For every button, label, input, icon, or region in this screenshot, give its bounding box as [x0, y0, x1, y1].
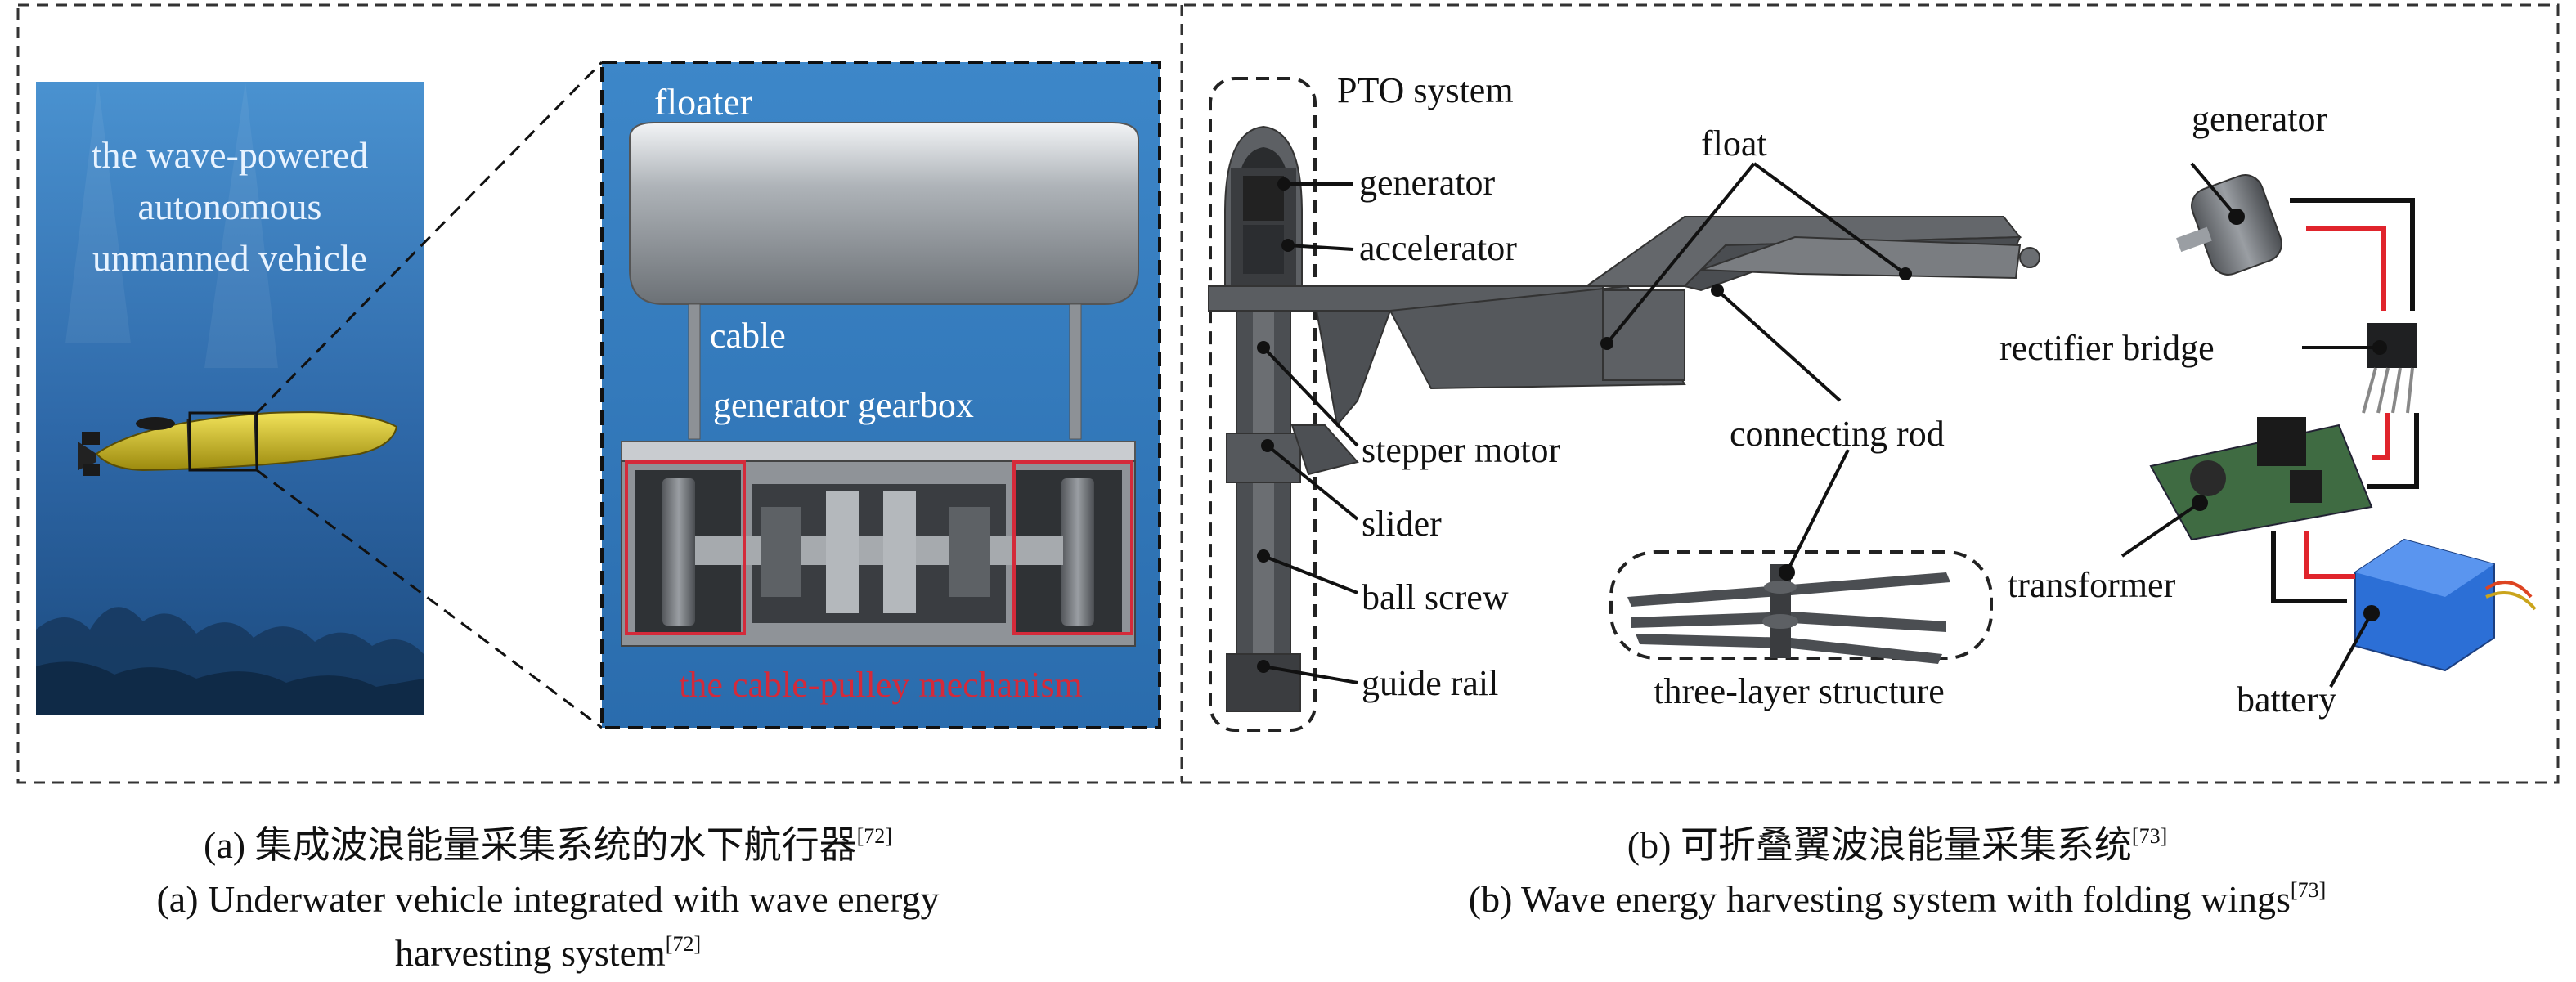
caption-b-en-ref: [73]	[2290, 878, 2327, 902]
vehicle-label-line3: unmanned vehicle	[92, 237, 367, 279]
pto-label: PTO system	[1337, 70, 1514, 110]
pulley-label: the cable-pulley mechanism	[679, 665, 1083, 705]
caption-a-cn-text: (a) 集成波浪能量采集系统的水下航行器	[204, 824, 857, 866]
caption-a-cn: (a) 集成波浪能量采集系统的水下航行器[72]	[98, 822, 998, 869]
caption-a-cn-ref: [72]	[856, 824, 892, 848]
slider-label: slider	[1362, 504, 1442, 544]
gearbox-label: generator gearbox	[713, 385, 974, 425]
caption-b-cn: (b) 可折叠翼波浪能量采集系统[73]	[1325, 822, 2470, 869]
zoom-line-top	[255, 61, 604, 415]
wiring	[2271, 198, 2419, 603]
generator-label: generator	[1359, 163, 1495, 203]
zoom-line-bottom	[256, 469, 603, 729]
transformer-component	[2149, 417, 2373, 541]
pto-column	[1224, 125, 1303, 712]
caption-a-en-line2: harvesting system	[394, 932, 666, 974]
ball-screw-label: ball screw	[1362, 577, 1509, 617]
caption-b-cn-ref: [73]	[2131, 824, 2168, 848]
battery-label: battery	[2237, 679, 2336, 720]
pto-outline	[1209, 77, 1317, 732]
floater-label: floater	[654, 81, 752, 123]
cable-right	[1069, 303, 1082, 440]
accelerator-label: accelerator	[1359, 228, 1517, 268]
generator-component	[2176, 174, 2282, 276]
vehicle-highlight-box	[188, 411, 258, 472]
stepper-motor-label: stepper motor	[1362, 430, 1561, 470]
ocean-image	[36, 82, 424, 715]
figure-frame	[16, 3, 2560, 784]
caption-b-en-text: (b) Wave energy harvesting system with f…	[1468, 878, 2291, 920]
callout-lines	[1262, 162, 2380, 688]
panel-a: the wave-powered autonomous unmanned veh…	[36, 61, 1161, 729]
rectifier-label: rectifier bridge	[1999, 328, 2215, 368]
floater-drum	[629, 122, 1139, 305]
connecting-rod-label: connecting rod	[1730, 414, 1945, 454]
float-assembly	[1208, 216, 2040, 476]
gearbox-housing	[621, 441, 1136, 647]
three-layer-outline	[1609, 550, 1993, 660]
rectifier-component	[2362, 323, 2417, 414]
transformer-label: transformer	[2008, 565, 2176, 605]
caption-a-en-ref: [72]	[665, 932, 702, 956]
pulley-left-box	[625, 460, 746, 635]
caption-a-en-1: (a) Underwater vehicle integrated with w…	[98, 876, 998, 923]
three-layer-label: three-layer structure	[1654, 671, 1944, 711]
cable-label: cable	[710, 316, 786, 356]
figure-diagram: the wave-powered autonomous unmanned veh…	[16, 3, 2560, 784]
pulley-right-box	[1012, 460, 1133, 635]
guide-rail-label: guide rail	[1362, 663, 1498, 703]
light-rays	[65, 82, 278, 368]
vehicle-label-line1: the wave-powered	[92, 134, 368, 176]
generator-right-label: generator	[2192, 99, 2327, 139]
coral-reef-front	[36, 661, 424, 715]
vehicle-label-line2: autonomous	[138, 186, 322, 227]
underwater-vehicle	[78, 411, 398, 476]
panel-b: PTO system	[1208, 70, 2537, 732]
caption-a-en-line1: (a) Underwater vehicle integrated with w…	[156, 878, 940, 920]
cable-left	[688, 303, 701, 440]
float-label: float	[1701, 123, 1767, 164]
caption-a-en-2: harvesting system[72]	[98, 930, 998, 977]
caption-b-en: (b) Wave energy harvesting system with f…	[1325, 876, 2470, 923]
caption-b-cn-text: (b) 可折叠翼波浪能量采集系统	[1627, 824, 2132, 866]
battery-component	[2354, 538, 2537, 672]
